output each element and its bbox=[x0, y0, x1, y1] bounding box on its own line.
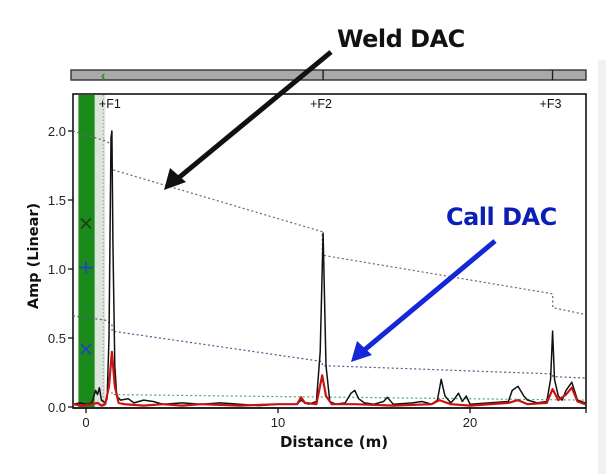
y-tick-label: 1.0 bbox=[48, 262, 66, 277]
plot-area: +F1 +F2 +F3 bbox=[72, 93, 587, 409]
signal-red-line bbox=[72, 350, 586, 407]
y-axis-label: Amp (Linear) bbox=[26, 203, 42, 309]
scroll-position-marker-icon[interactable]: ‹ bbox=[101, 68, 105, 83]
feature-label-f2[interactable]: +F2 bbox=[310, 97, 332, 111]
x-tick-label: 10 bbox=[271, 415, 285, 430]
y-tick-label: 1.5 bbox=[48, 193, 66, 208]
weld-dac-arrow-icon bbox=[164, 50, 333, 190]
feature-label-f3[interactable]: +F3 bbox=[540, 97, 562, 111]
call-dac-annotation: Call DAC bbox=[446, 203, 557, 231]
plus-marker-icon bbox=[79, 261, 93, 274]
y-tick-label: 0.5 bbox=[48, 331, 66, 346]
page-edge bbox=[598, 60, 606, 474]
weld-dac-annotation: Weld DAC bbox=[337, 25, 465, 53]
y-axis: 0.0 0.5 1.0 1.5 2.0 bbox=[48, 124, 73, 415]
x-axis: 0 10 20 bbox=[73, 407, 587, 430]
feature-label-f1[interactable]: +F1 bbox=[99, 97, 121, 111]
weld-dac-line bbox=[72, 130, 586, 316]
y-tick-label: 0.0 bbox=[48, 400, 66, 415]
call-dac-line bbox=[72, 315, 586, 379]
threshold-line bbox=[111, 391, 586, 401]
x-tick-label: 20 bbox=[463, 415, 477, 430]
x-tick-label: 0 bbox=[82, 415, 89, 430]
near-zone-band bbox=[94, 95, 106, 407]
dead-zone-band bbox=[78, 95, 95, 407]
cross-marker-icon bbox=[80, 343, 92, 355]
call-dac-arrow-icon bbox=[351, 239, 497, 362]
position-scrollbar[interactable]: ‹ bbox=[70, 68, 587, 83]
x-axis-label: Distance (m) bbox=[280, 433, 388, 451]
cross-marker-icon bbox=[80, 217, 92, 230]
y-tick-label: 2.0 bbox=[48, 124, 66, 139]
